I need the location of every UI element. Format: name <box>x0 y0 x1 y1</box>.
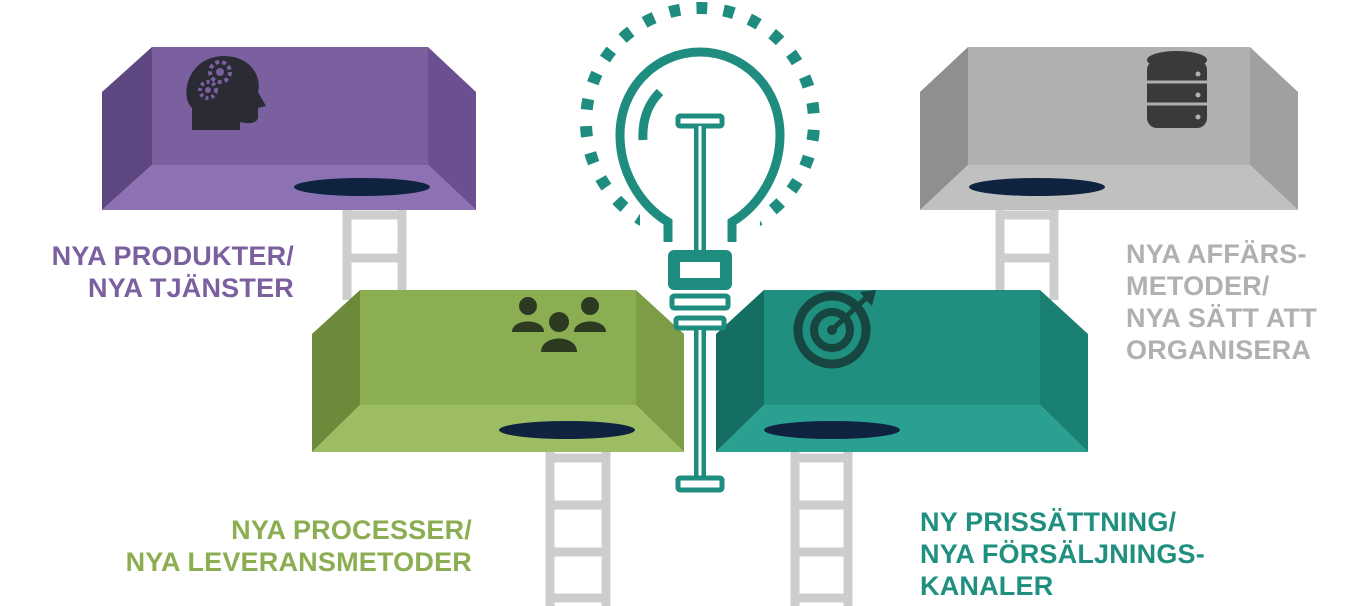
label-new-business-methods-line1: NYA AFFÄRS- <box>1126 238 1317 270</box>
label-new-processes: NYA PROCESSER/ NYA LEVERANSMETODER <box>0 514 472 578</box>
box-gray <box>920 47 1298 210</box>
ladder-teal <box>795 432 848 606</box>
ladder-green <box>550 432 606 606</box>
label-new-business-methods-line2: METODER/ <box>1126 270 1317 302</box>
label-new-business-methods-line3: NYA SÄTT ATT <box>1126 302 1317 334</box>
label-new-pricing-line3: KANALER <box>920 570 1205 602</box>
label-new-pricing-line1: NY PRISSÄTTNING/ <box>920 506 1205 538</box>
box-purple <box>102 47 476 210</box>
database-icon <box>1147 51 1207 128</box>
box-green <box>312 290 684 452</box>
hole-purple <box>294 178 430 196</box>
label-new-products: NYA PRODUKTER/ NYA TJÄNSTER <box>0 240 294 304</box>
label-new-products-line2: NYA TJÄNSTER <box>0 272 294 304</box>
label-new-business-methods-line4: ORGANISERA <box>1126 334 1317 366</box>
label-new-pricing: NY PRISSÄTTNING/ NYA FÖRSÄLJNINGS- KANAL… <box>920 506 1205 602</box>
label-new-business-methods: NYA AFFÄRS- METODER/ NYA SÄTT ATT ORGANI… <box>1126 238 1317 366</box>
label-new-pricing-line2: NYA FÖRSÄLJNINGS- <box>920 538 1205 570</box>
hole-gray <box>969 178 1105 196</box>
label-new-products-line1: NYA PRODUKTER/ <box>0 240 294 272</box>
hole-green <box>499 421 635 439</box>
box-teal <box>716 290 1088 452</box>
hole-teal <box>764 421 900 439</box>
label-new-processes-line2: NYA LEVERANSMETODER <box>0 546 472 578</box>
label-new-processes-line1: NYA PROCESSER/ <box>0 514 472 546</box>
